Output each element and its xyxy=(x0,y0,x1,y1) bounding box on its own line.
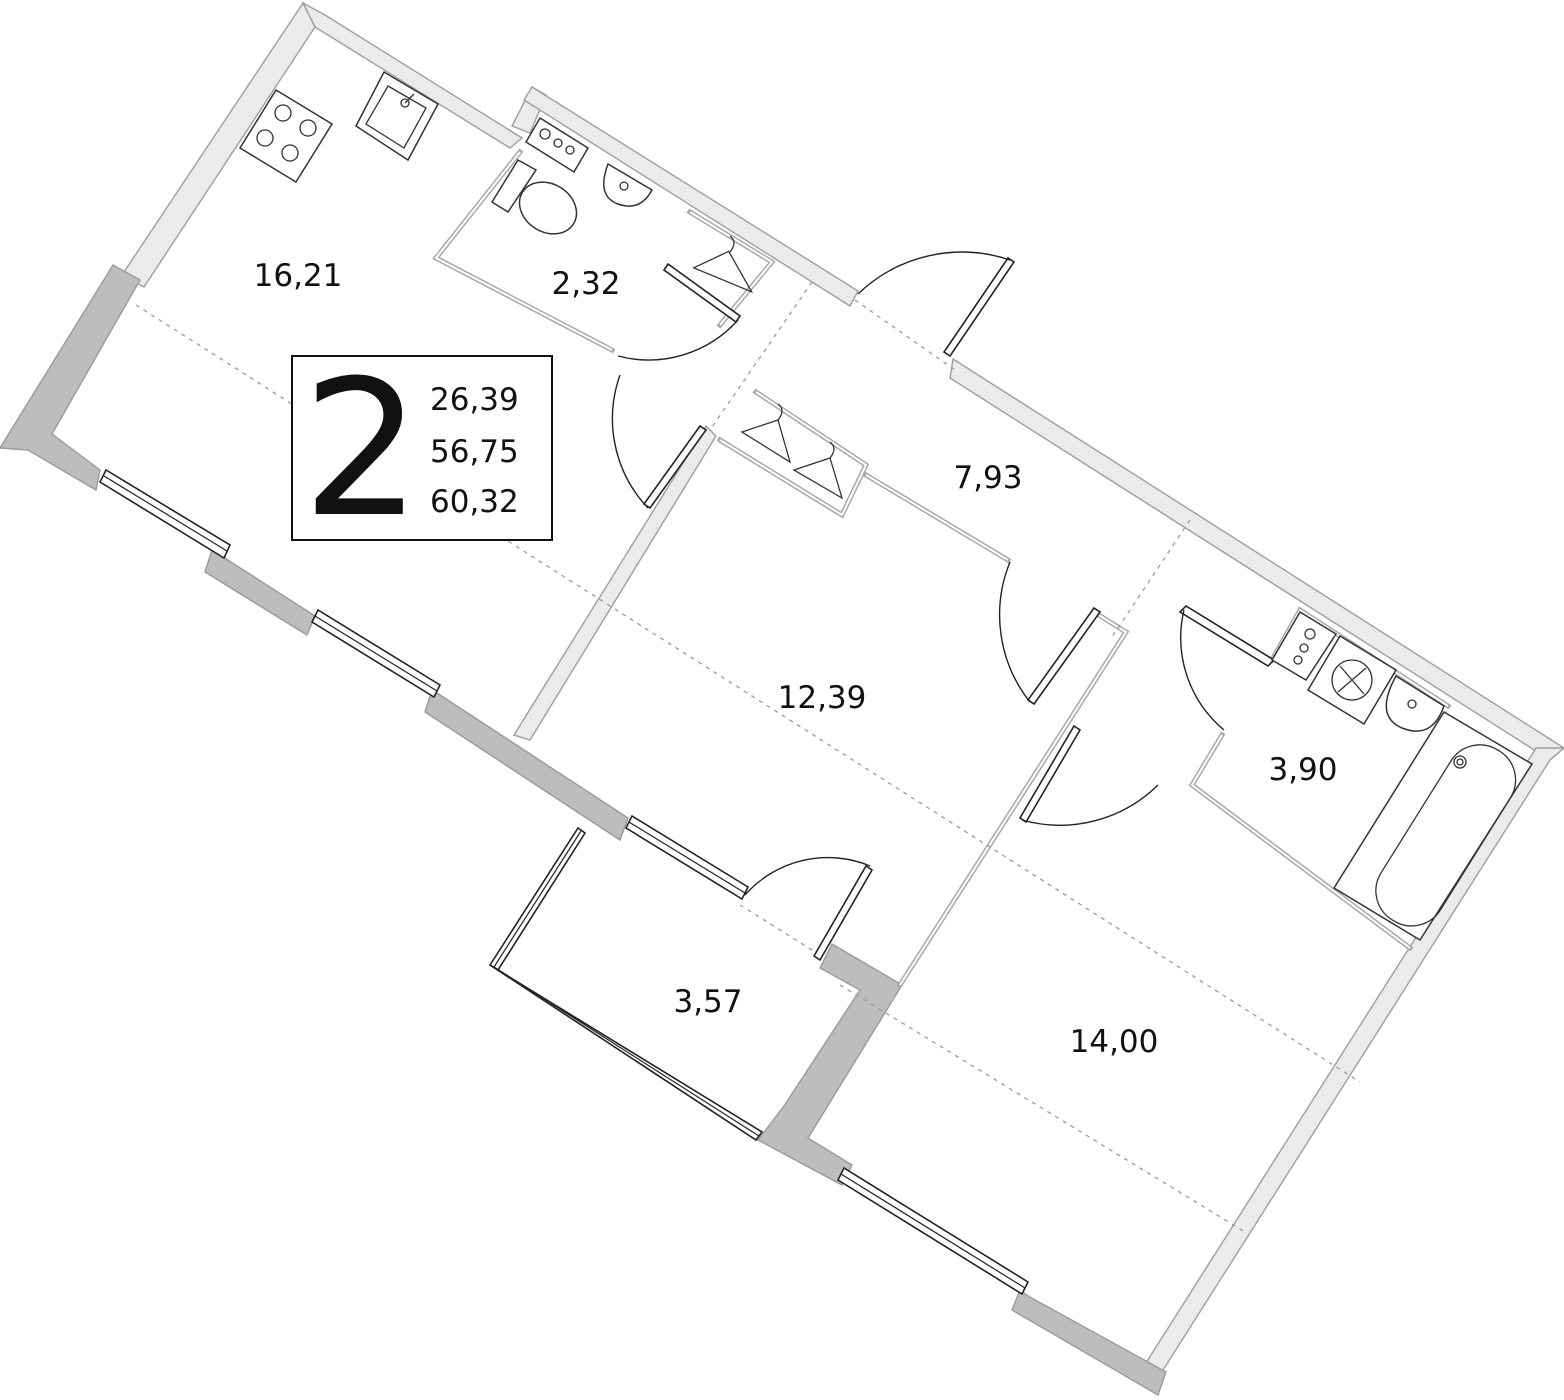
stove-icon xyxy=(238,88,334,184)
fixtures xyxy=(238,70,1534,942)
wall-south-1 xyxy=(204,548,316,637)
dash-hall-bath xyxy=(1109,519,1191,641)
room-area-wc: 2,32 xyxy=(551,266,620,302)
room-area-balcony: 3,57 xyxy=(673,984,742,1020)
summary-box: 2 26,39 56,75 60,32 xyxy=(291,340,553,559)
wall-balcony-corner xyxy=(756,943,903,1186)
window-room1-balcony xyxy=(624,814,750,901)
door-entrance xyxy=(857,251,1016,358)
total-area-with-balcony-value: 60,32 xyxy=(430,484,519,520)
kitchen-sink-icon xyxy=(355,70,440,162)
zone-lines xyxy=(135,281,1361,1233)
dash-kitchen-zone xyxy=(135,304,1361,1083)
partition-corridor-east xyxy=(896,608,1130,989)
bath-sink-icon xyxy=(1385,674,1445,732)
room-area-room-2: 14,00 xyxy=(1070,1024,1159,1060)
windows xyxy=(98,468,1030,1296)
door-room1 xyxy=(998,561,1102,706)
wc-sink-icon xyxy=(603,162,654,207)
summary-frame xyxy=(291,355,553,541)
hanger-icon xyxy=(692,235,754,294)
room-labels: 16,21 2,32 7,93 12,39 3,90 3,57 14,00 xyxy=(254,258,1338,1060)
window-room2 xyxy=(836,1166,1030,1296)
washing-machine-icon xyxy=(1306,634,1398,726)
hanger-icon xyxy=(792,441,844,500)
door-bath xyxy=(1178,604,1276,731)
door-wc xyxy=(617,262,742,361)
toilet-icon xyxy=(490,158,578,235)
total-area-value: 56,75 xyxy=(430,434,519,470)
dash-hall-east xyxy=(854,299,956,371)
hanger-icon xyxy=(740,403,792,464)
dash-hall-entry xyxy=(709,281,813,431)
rooms-count: 2 xyxy=(302,340,422,559)
door-kitchen xyxy=(611,374,708,510)
room-area-room-1: 12,39 xyxy=(778,680,867,716)
room-area-hall: 7,93 xyxy=(953,460,1022,496)
wall-south-2 xyxy=(424,688,629,842)
bathtub-icon xyxy=(1332,710,1534,942)
room-area-kitchen-living: 16,21 xyxy=(254,258,343,294)
wall-entry-partition xyxy=(512,424,717,741)
wall-kitchen-west xyxy=(120,1,316,288)
wall-west-solid xyxy=(0,264,141,492)
room-area-bathroom: 3,90 xyxy=(1268,752,1337,788)
wall-wc-north xyxy=(523,86,859,307)
water-heater-icon xyxy=(1270,610,1338,682)
balcony-glazing-west xyxy=(488,826,587,972)
wall-bath-east xyxy=(1143,747,1564,1380)
dash-balcony-door xyxy=(739,904,821,956)
wall-hall-north xyxy=(949,357,1564,761)
wall-south-3 xyxy=(1011,1288,1167,1397)
living-area-value: 26,39 xyxy=(430,382,519,418)
door-balcony xyxy=(744,856,874,962)
wc-cistern-icon xyxy=(524,116,590,174)
solid-walls xyxy=(0,264,1167,1397)
window-kitchen-2 xyxy=(310,608,442,699)
doors xyxy=(611,251,1276,962)
balcony-glazing-south xyxy=(489,964,764,1142)
door-room2 xyxy=(1018,724,1159,826)
window-kitchen-1 xyxy=(98,468,232,560)
dash-room2-zone xyxy=(839,984,1246,1233)
